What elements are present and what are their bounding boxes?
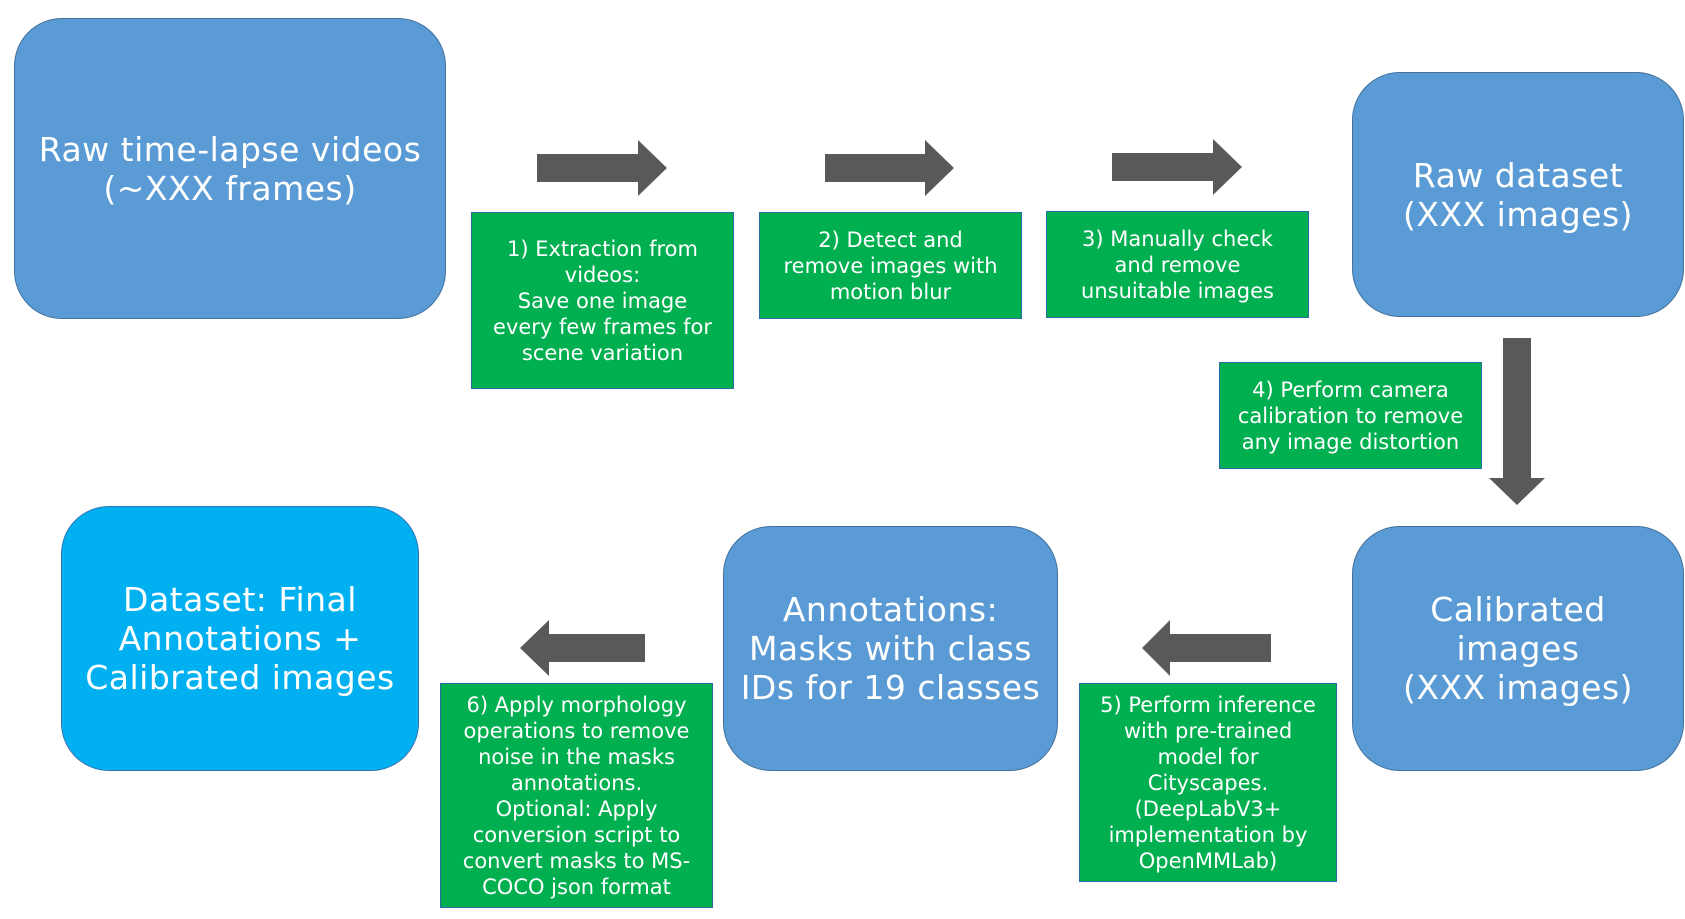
arrow-down-4 (1489, 338, 1545, 505)
step-6-morphology: 6) Apply morphology operations to remove… (440, 683, 713, 908)
step-4-label: 4) Perform camera calibration to remove … (1237, 377, 1464, 454)
step-5-label: 5) Perform inference with pre-trained mo… (1100, 692, 1316, 873)
stage-calibrated-images: Calibrated images (XXX images) (1352, 526, 1684, 771)
stage-calibrated-images-label: Calibrated images (XXX images) (1402, 590, 1634, 707)
stage-final-dataset: Dataset: Final Annotations + Calibrated … (61, 506, 419, 771)
step-4-calibration: 4) Perform camera calibration to remove … (1219, 362, 1482, 469)
stage-raw-videos: Raw time-lapse videos (~XXX frames) (14, 18, 446, 319)
step-6-label: 6) Apply morphology operations to remove… (462, 692, 691, 899)
arrow-left-6 (520, 620, 645, 676)
stage-raw-dataset-label: Raw dataset (XXX images) (1402, 155, 1634, 234)
arrow-right-2 (825, 140, 954, 196)
step-5-inference: 5) Perform inference with pre-trained mo… (1079, 683, 1337, 882)
stage-annotations: Annotations: Masks with class IDs for 19… (723, 526, 1058, 771)
step-1-extraction: 1) Extraction from videos: Save one imag… (471, 212, 734, 389)
arrow-left-5 (1142, 620, 1271, 676)
stage-annotations-label: Annotations: Masks with class IDs for 19… (740, 590, 1041, 707)
step-3-manual-check: 3) Manually check and remove unsuitable … (1046, 211, 1309, 318)
step-2-motion-blur: 2) Detect and remove images with motion … (759, 212, 1022, 319)
step-1-label: 1) Extraction from videos: Save one imag… (493, 236, 712, 365)
stage-raw-videos-label: Raw time-lapse videos (~XXX frames) (38, 129, 422, 208)
arrow-right-3 (1112, 139, 1242, 195)
stage-final-dataset-label: Dataset: Final Annotations + Calibrated … (85, 580, 395, 697)
step-3-label: 3) Manually check and remove unsuitable … (1081, 226, 1274, 303)
step-2-label: 2) Detect and remove images with motion … (783, 227, 998, 304)
arrow-right-1 (537, 140, 667, 196)
stage-raw-dataset: Raw dataset (XXX images) (1352, 72, 1684, 317)
